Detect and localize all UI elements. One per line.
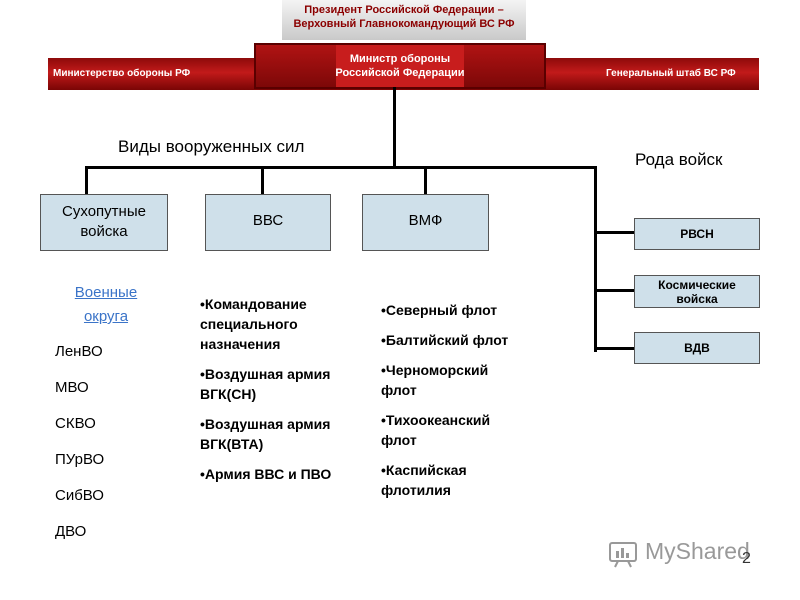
air-force-box: ВВС — [205, 194, 331, 251]
air-force-label: ВВС — [252, 212, 284, 229]
space-forces-line2: войска — [676, 292, 718, 306]
connector-space — [594, 289, 634, 292]
rvsn-label: РВСН — [680, 227, 714, 241]
fleet-item: •Каспийская флотилия — [381, 462, 467, 498]
connector-horizontal — [85, 166, 597, 169]
district-item: СибВО — [55, 487, 104, 504]
fleet-item: •Балтийский флот — [381, 332, 509, 348]
president-banner: Президент Российской Федерации – Верховн… — [282, 0, 526, 40]
connector-vdv — [594, 347, 634, 350]
president-title-line2: Верховный Главнокомандующий ВС РФ — [293, 18, 515, 30]
ground-forces-line1: Сухопутные — [62, 203, 146, 220]
navy-box: ВМФ — [362, 194, 489, 251]
connector-ground — [85, 166, 88, 194]
fleet-item: •Черноморский флот — [381, 362, 489, 398]
general-staff-label: Генеральный штаб ВС РФ — [606, 68, 736, 79]
district-item: ПУрВО — [55, 451, 105, 468]
connector-air — [261, 166, 264, 194]
air-force-item: •Армия ВВС и ПВО — [200, 466, 332, 482]
air-force-item: •Командование специального назначения — [200, 296, 307, 352]
vdv-box: ВДВ — [634, 332, 760, 364]
military-districts-line1[interactable]: Военные — [74, 284, 138, 301]
branches-heading: Рода войск — [635, 150, 723, 169]
vdv-label: ВДВ — [684, 341, 710, 355]
navy-list: •Северный флот •Балтийский флот •Черномо… — [381, 300, 521, 510]
navy-label: ВМФ — [408, 212, 443, 229]
president-title-line1: Президент Российской Федерации – — [304, 4, 504, 16]
fleet-item: •Тихоокеанский флот — [381, 412, 491, 448]
connector-branches-vertical — [594, 166, 597, 352]
watermark-logo-icon — [608, 540, 640, 568]
fleet-item: •Северный флот — [381, 302, 498, 318]
air-force-item: •Воздушная армия ВГК(СН) — [200, 366, 331, 402]
ministry-label: Министерство обороны РФ — [53, 68, 191, 79]
district-item: СКВО — [55, 415, 96, 432]
types-heading: Виды вооруженных сил — [118, 137, 305, 156]
military-districts-link[interactable]: Военные округа — [56, 281, 156, 329]
space-forces-box: Космические войска — [634, 275, 760, 308]
watermark-text: MyShared — [645, 538, 750, 564]
ground-forces-line2: войска — [80, 223, 128, 240]
minister-line2: Российской Федерации — [335, 67, 465, 79]
minister-line1: Министр обороны — [349, 53, 451, 65]
military-districts-line2[interactable]: округа — [83, 308, 129, 325]
connector-rvsn — [594, 231, 634, 234]
rvsn-box: РВСН — [634, 218, 760, 250]
space-forces-line1: Космические — [658, 278, 736, 292]
air-force-item: •Воздушная армия ВГК(ВТА) — [200, 416, 331, 452]
ground-forces-box: Сухопутные войска — [40, 194, 168, 251]
connector-navy — [424, 166, 427, 194]
minister-box: Министр обороны Российской Федерации — [256, 45, 544, 87]
connector-vertical-main — [393, 87, 396, 167]
district-item: МВО — [55, 379, 89, 396]
district-item: ЛенВО — [55, 343, 103, 360]
air-force-list: •Командование специального назначения •В… — [200, 294, 350, 494]
district-item: ДВО — [55, 523, 87, 540]
page-number: 2 — [742, 550, 751, 567]
